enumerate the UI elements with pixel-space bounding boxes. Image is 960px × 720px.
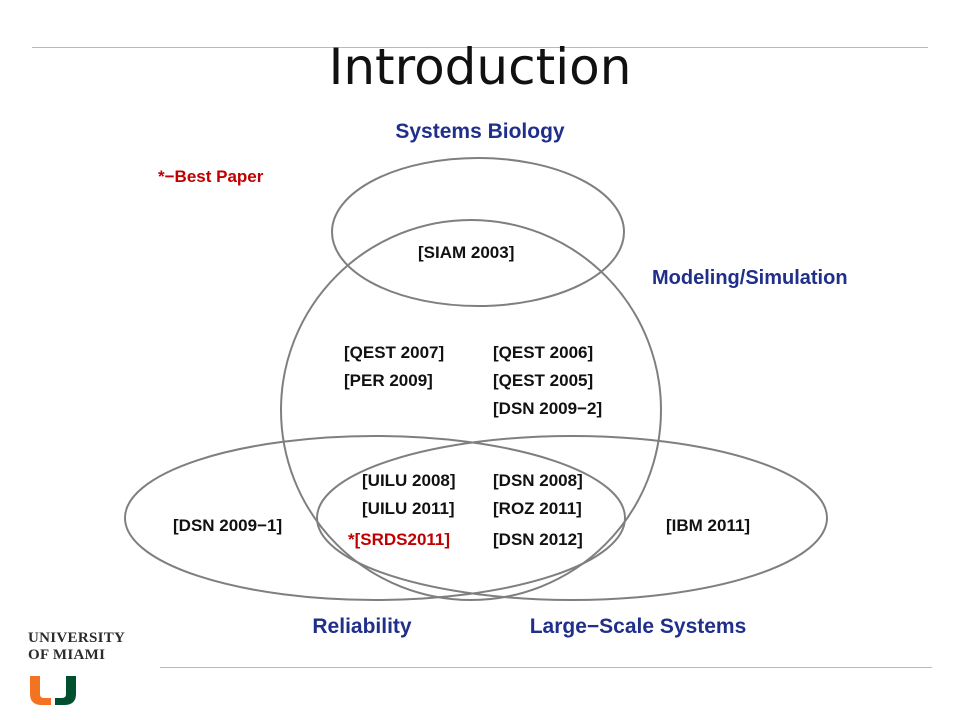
best-paper-note: *−Best Paper [158, 167, 264, 186]
reliability-ellipse [124, 435, 626, 601]
logo-text-line2: OF MIAMI [28, 647, 106, 663]
paper-citation: [DSN 2012] [493, 530, 583, 549]
paper-citation: [UILU 2008] [362, 471, 456, 490]
paper-citation: [UILU 2011] [362, 499, 455, 518]
modeling-simulation-circle [280, 219, 662, 601]
logo-text-line1: UNIVERSITY [28, 630, 126, 646]
paper-citation: [QEST 2006] [493, 343, 593, 362]
paper-citation: [DSN 2008] [493, 471, 583, 490]
paper-citation: [PER 2009] [344, 371, 433, 390]
systems-biology-label: Systems Biology [395, 120, 565, 143]
paper-citation: [DSN 2009−1] [173, 516, 282, 535]
reliability-label: Reliability [312, 615, 412, 638]
split-u-logo-icon [30, 676, 76, 705]
paper-citation: [DSN 2009−2] [493, 399, 602, 418]
top-divider [32, 47, 928, 48]
paper-citation: [QEST 2007] [344, 343, 444, 362]
best-paper-citation: *[SRDS2011] [348, 530, 450, 549]
slide-title: Introduction [328, 38, 632, 96]
systems-biology-ellipse [331, 157, 625, 307]
paper-citation: [QEST 2005] [493, 371, 593, 390]
paper-citation: [ROZ 2011] [493, 499, 582, 518]
large-scale-systems-ellipse [316, 435, 828, 601]
paper-citation: [SIAM 2003] [418, 243, 514, 262]
bottom-divider [160, 667, 932, 668]
large-scale-systems-label: Large−Scale Systems [530, 615, 747, 638]
paper-citation: [IBM 2011] [666, 516, 750, 535]
modeling-simulation-label: Modeling/Simulation [652, 267, 848, 289]
university-of-miami-logo: UNIVERSITY OF MIAMI [28, 630, 158, 710]
